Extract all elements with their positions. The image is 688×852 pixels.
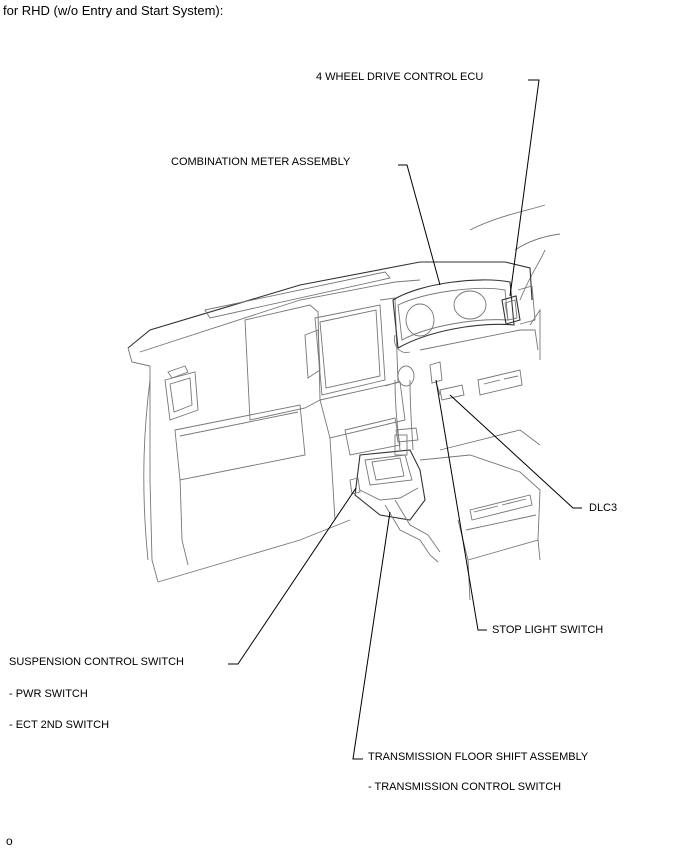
dlc3-connector xyxy=(439,384,465,401)
label-combination-meter: COMBINATION METER ASSEMBLY xyxy=(171,156,351,168)
windshield-edge xyxy=(469,204,546,231)
glove-box xyxy=(174,404,306,481)
label-pwr-switch: - PWR SWITCH xyxy=(9,688,88,700)
leader-combination-meter xyxy=(398,164,441,286)
leader-transmission-floor-shift xyxy=(352,511,391,760)
label-ect-2nd-switch: - ECT 2ND SWITCH xyxy=(9,719,110,731)
transmission-shift-assembly xyxy=(354,449,426,521)
defroster-vent xyxy=(204,271,391,319)
label-four-wd-ecu: 4 WHEEL DRIVE CONTROL ECU xyxy=(316,71,484,83)
label-transmission-floor-shift: TRANSMISSION FLOOR SHIFT ASSEMBLY xyxy=(368,751,589,763)
leader-suspension-control-switch xyxy=(228,487,357,665)
combination-meter xyxy=(392,279,515,349)
stop-light-switch-part xyxy=(429,361,443,384)
diagram-heading: for RHD (w/o Entry and Start System): xyxy=(3,3,224,18)
leader-stop-light-switch xyxy=(435,379,487,631)
footer-code: o xyxy=(6,834,13,848)
dash-left-edge xyxy=(149,366,159,583)
label-suspension-control-switch: SUSPENSION CONTROL SWITCH xyxy=(9,656,184,668)
four-wd-ecu xyxy=(501,295,521,325)
dashboard-top xyxy=(127,261,533,349)
leader-dlc3 xyxy=(449,394,582,509)
leader-four-wd-ecu xyxy=(509,79,540,297)
label-transmission-control-switch: - TRANSMISSION CONTROL SWITCH xyxy=(368,781,562,793)
left-vent xyxy=(164,371,199,421)
label-dlc3: DLC3 xyxy=(589,502,618,514)
label-stop-light-switch: STOP LIGHT SWITCH xyxy=(492,624,604,636)
